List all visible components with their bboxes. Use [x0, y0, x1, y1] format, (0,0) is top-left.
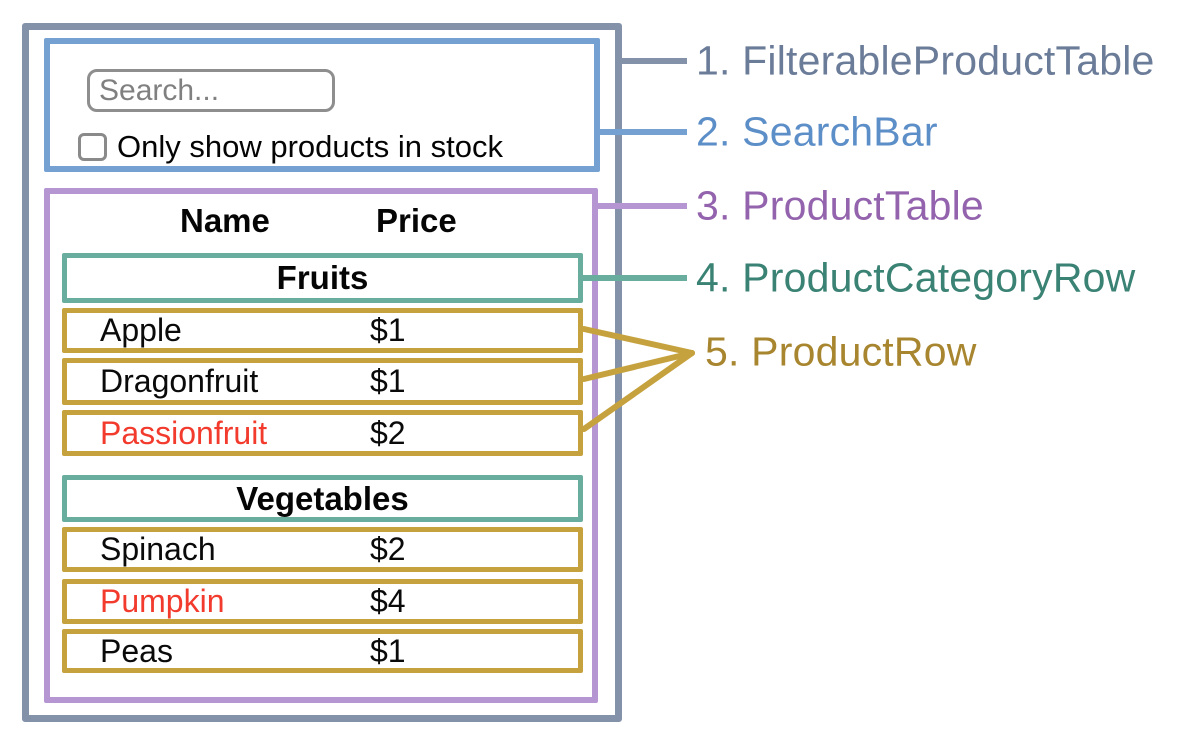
- in-stock-checkbox[interactable]: [78, 133, 107, 161]
- product-name: Spinach: [100, 531, 216, 567]
- product-name: Passionfruit: [100, 414, 268, 451]
- column-header-name: Name: [180, 202, 270, 239]
- product-price: $2: [370, 414, 406, 451]
- product-price: $1: [370, 312, 406, 348]
- product-row-passionfruit: Passionfruit $2: [62, 410, 583, 456]
- product-name: Pumpkin: [100, 583, 225, 619]
- column-header-price: Price: [376, 202, 457, 239]
- product-price: $4: [370, 583, 406, 619]
- category-row-vegetables: Vegetables: [62, 475, 583, 522]
- product-row-peas: Peas $1: [62, 629, 583, 673]
- category-label: Vegetables: [236, 479, 409, 517]
- legend-label-product-category-row: 4. ProductCategoryRow: [696, 254, 1136, 301]
- product-price: $1: [370, 363, 406, 399]
- in-stock-checkbox-label: Only show products in stock: [117, 129, 503, 164]
- product-name: Dragonfruit: [100, 363, 259, 399]
- product-price: $2: [370, 531, 406, 567]
- search-input[interactable]: [87, 69, 335, 112]
- legend-label-product-table: 3. ProductTable: [696, 182, 984, 229]
- product-row-spinach: Spinach $2: [62, 527, 583, 572]
- legend-label-search-bar: 2. SearchBar: [696, 108, 938, 155]
- product-name: Peas: [100, 632, 173, 669]
- legend-label-filterable-product-table: 1. FilterableProductTable: [696, 37, 1155, 84]
- product-name: Apple: [100, 312, 182, 348]
- category-label: Fruits: [276, 259, 369, 296]
- product-row-dragonfruit: Dragonfruit $1: [62, 358, 583, 405]
- product-price: $1: [370, 632, 406, 669]
- legend-label-product-row: 5. ProductRow: [705, 328, 977, 375]
- category-row-fruits: Fruits: [62, 253, 583, 303]
- product-row-apple: Apple $1: [62, 308, 583, 353]
- product-row-pumpkin: Pumpkin $4: [62, 579, 583, 624]
